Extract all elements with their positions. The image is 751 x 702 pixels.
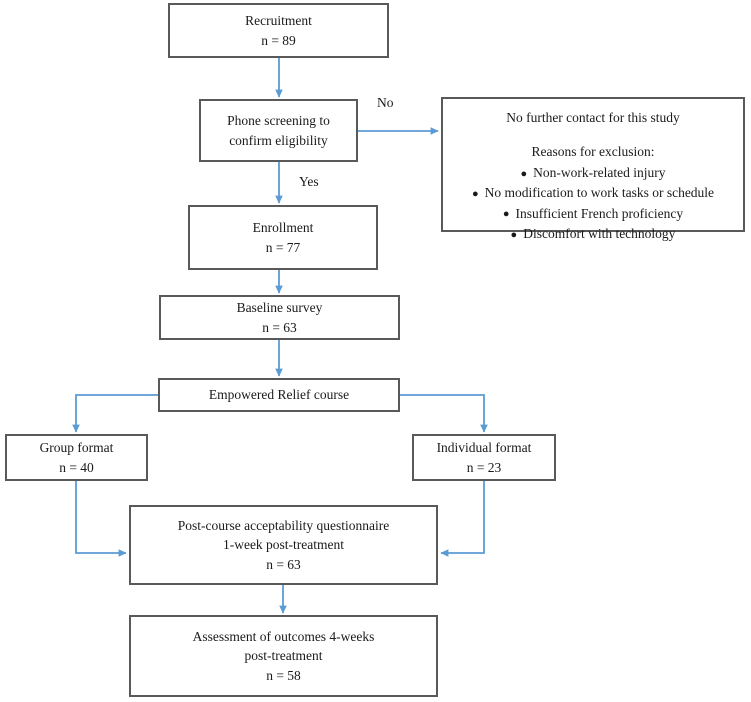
exclusion-reason-text: Discomfort with technology: [523, 225, 676, 241]
list-item: ● No modification to work tasks or schedu…: [453, 183, 733, 203]
group-format-count: n = 40: [59, 459, 94, 475]
empowered-relief-title: Empowered Relief course: [208, 387, 350, 403]
exclusion-reason-list: ● Non-work-related injury ● No modificatio…: [453, 163, 733, 244]
post-course-count: n = 63: [266, 556, 301, 572]
node-individual-format: Individual format n = 23: [412, 434, 556, 481]
node-post-course-questionnaire: Post-course acceptability questionnaire …: [129, 505, 438, 585]
bullet-icon: ●: [510, 228, 518, 241]
node-assessment-outcomes: Assessment of outcomes 4-weeks post-trea…: [129, 615, 438, 697]
node-phone-screening: Phone screening to confirm eligibility: [199, 99, 358, 162]
recruitment-count: n = 89: [261, 32, 296, 48]
exclusion-reason-text: No modification to work tasks or schedul…: [484, 185, 715, 201]
list-item: ● Non-work-related injury: [453, 163, 733, 183]
bullet-icon: ●: [471, 188, 479, 201]
arrow-group-to-postcourse: [75, 481, 127, 557]
individual-format-count: n = 23: [466, 459, 502, 475]
list-item: ● Insufficient French proficiency: [453, 204, 733, 224]
enrollment-count: n = 77: [265, 239, 301, 255]
group-format-title: Group format: [39, 439, 114, 455]
enrollment-title: Enrollment: [252, 219, 314, 235]
node-enrollment: Enrollment n = 77: [188, 205, 378, 270]
phone-screening-line2: confirm eligibility: [229, 132, 328, 148]
assessment-line2: post-treatment: [244, 648, 323, 664]
phone-screening-line1: Phone screening to: [227, 112, 330, 128]
recruitment-title: Recruitment: [245, 12, 312, 28]
list-item: ● Discomfort with technology: [453, 224, 733, 244]
assessment-count: n = 58: [266, 667, 301, 683]
edge-label-no: No: [377, 95, 394, 110]
exclusion-reason-text: Insufficient French proficiency: [515, 205, 684, 221]
arrow-course-to-individual: [400, 394, 488, 433]
node-recruitment: Recruitment n = 89: [168, 3, 389, 58]
edge-label-yes: Yes: [299, 174, 319, 189]
baseline-survey-title: Baseline survey: [236, 299, 323, 315]
bullet-icon: ●: [502, 208, 510, 221]
individual-format-title: Individual format: [436, 439, 532, 455]
node-exclusion-reasons: No further contact for this study Reason…: [441, 97, 745, 241]
exclusion-reason-text: Non-work-related injury: [533, 165, 666, 181]
exclusion-subheading: Reasons for exclusion:: [531, 143, 655, 159]
exclusion-heading: No further contact for this study: [506, 110, 680, 125]
node-group-format: Group format n = 40: [5, 434, 148, 481]
bullet-icon: ●: [520, 167, 528, 180]
post-course-line1: Post-course acceptability questionnaire: [177, 517, 390, 533]
arrow-course-to-group: [72, 394, 158, 433]
assessment-line1: Assessment of outcomes 4-weeks: [192, 628, 375, 644]
post-course-line2: 1-week post-treatment: [222, 537, 345, 553]
baseline-survey-count: n = 63: [262, 319, 297, 335]
node-baseline-survey: Baseline survey n = 63: [159, 295, 400, 340]
node-empowered-relief-course: Empowered Relief course: [158, 378, 400, 412]
arrow-individual-to-postcourse: [440, 481, 485, 557]
